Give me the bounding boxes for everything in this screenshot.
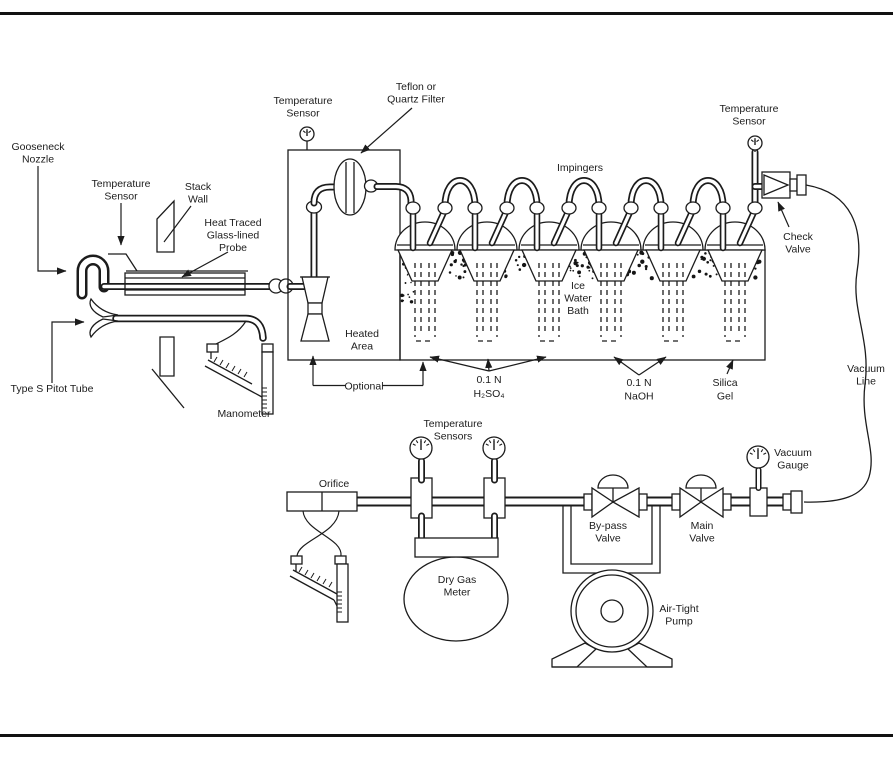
stack-wall-upper: [156, 199, 175, 253]
leader-arrows: [37, 107, 790, 387]
line-fitting: [782, 493, 792, 511]
impinger-unit: [569, 181, 599, 207]
label-manometer: Manometer: [217, 408, 271, 420]
vacuum-gauge-icon: [746, 445, 770, 469]
heated-box: [287, 141, 415, 361]
impinger-unit: [519, 202, 579, 341]
label-impingers: Impingers: [557, 162, 603, 174]
vacuum-line: [803, 184, 872, 503]
impinger-unit: [705, 202, 765, 341]
check-valve: [761, 171, 807, 199]
stack-wall-lower: [159, 336, 175, 377]
impinger-unit: [643, 202, 703, 341]
manometer: [204, 343, 274, 415]
gooseneck-nozzle: [79, 257, 107, 297]
main-valve: [671, 474, 732, 519]
dry-gas-meter: [403, 556, 509, 642]
orifice-manometer: [289, 510, 349, 623]
tee-fitting: [749, 487, 768, 517]
impinger-unit: [395, 202, 455, 341]
tee-fitting: [483, 477, 506, 519]
temperature-gauge-icon: [299, 126, 315, 142]
temperature-gauge-icon: [747, 135, 763, 151]
meter-console: [286, 457, 803, 668]
temperature-gauge-icon: [409, 436, 433, 460]
label-pitot: Type S Pitot Tube: [11, 383, 94, 395]
cyclone: [300, 276, 330, 342]
impinger-unit: [631, 181, 661, 207]
label-optional: Optional: [344, 381, 383, 393]
probe-assembly: [76, 199, 309, 409]
impinger-unit: [693, 181, 723, 207]
impinger-unit: [445, 181, 475, 207]
bypass-valve: [583, 474, 648, 519]
pump: [551, 569, 673, 668]
filter-holder: [333, 158, 367, 216]
impinger-unit: [581, 202, 641, 341]
label-orifice: Orifice: [319, 478, 349, 490]
pitot-tube: [89, 297, 267, 345]
temperature-gauge-icon: [482, 436, 506, 460]
impinger-unit: [507, 181, 537, 207]
tee-fitting: [410, 477, 433, 519]
